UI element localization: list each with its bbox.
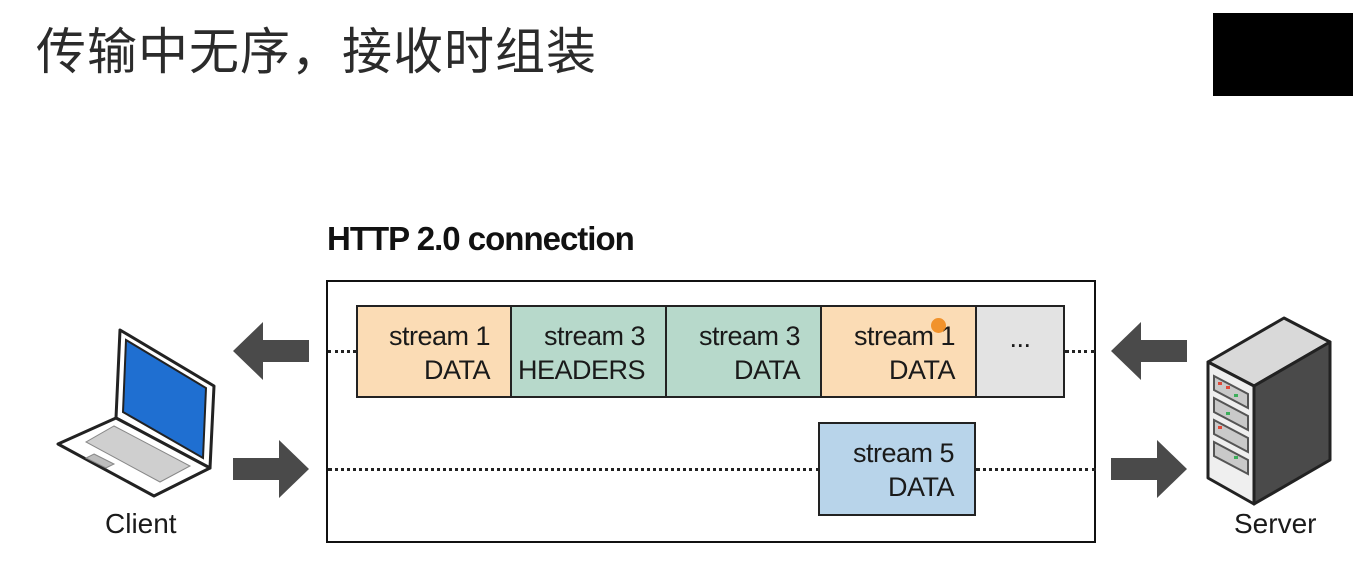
connection-title: HTTP 2.0 connection (327, 220, 635, 257)
frame-type-label: DATA (733, 355, 801, 385)
frame-type-label: DATA (423, 355, 491, 385)
arrow-right-icon (1111, 440, 1187, 498)
frame-type-label: HEADERS (517, 355, 646, 385)
black-block (1213, 13, 1353, 96)
frame-more-label: ... (1009, 323, 1031, 353)
frame-stream-label: stream 1 (388, 321, 491, 351)
arrow-left-icon (233, 322, 309, 380)
server-icon (1206, 316, 1332, 506)
frame-stream5-data: stream 5 DATA (818, 422, 976, 516)
frame-stream-label: stream 3 (543, 321, 646, 351)
upper-lane-dots-left (328, 350, 356, 353)
cursor-dot (931, 318, 946, 333)
frame-type-label: DATA (888, 355, 956, 385)
frame-type-label: DATA (887, 472, 955, 502)
lower-lane-dots-left (328, 468, 820, 471)
frame-stream1-data-2: stream 1 DATA (820, 305, 977, 398)
arrow-right-icon (233, 440, 309, 498)
frame-stream3-headers: stream 3 HEADERS (510, 305, 667, 398)
server-label: Server (1234, 508, 1317, 539)
client-label: Client (105, 508, 177, 539)
laptop-icon (56, 328, 216, 498)
frame-stream3-data: stream 3 DATA (665, 305, 822, 398)
frame-more: ... (975, 305, 1065, 398)
frame-stream1-data: stream 1 DATA (356, 305, 512, 398)
connection-box (326, 280, 1096, 543)
slide-title: 传输中无序，接收时组装 (36, 23, 597, 81)
upper-lane-dots-right (1065, 350, 1095, 353)
arrow-left-icon (1111, 322, 1187, 380)
frame-stream-label: stream 5 (852, 438, 955, 468)
lower-lane-dots-right (976, 468, 1096, 471)
frame-stream-label: stream 3 (698, 321, 801, 351)
